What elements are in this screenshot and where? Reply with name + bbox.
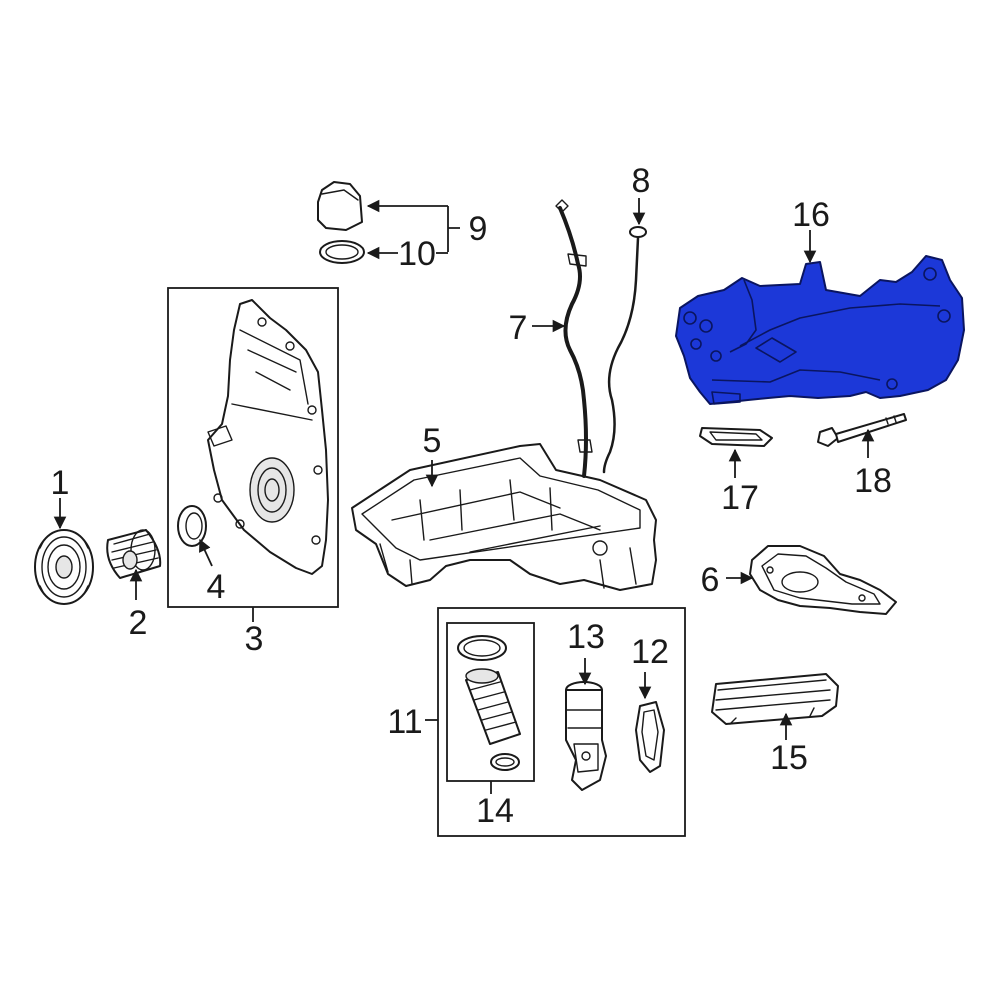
part-16-body <box>675 255 965 405</box>
part-18-bolt[interactable] <box>817 413 907 447</box>
callout-3: 3 <box>245 620 264 658</box>
callout-1: 1 <box>51 464 70 502</box>
callout-15: 15 <box>770 739 808 777</box>
part-2-hub[interactable] <box>106 529 162 579</box>
callout-7: 7 <box>509 309 528 347</box>
leader-9 <box>447 206 460 252</box>
part-15-cooler[interactable] <box>711 673 839 725</box>
callout-12: 12 <box>631 633 669 671</box>
part-8-dipstick[interactable] <box>602 226 647 474</box>
part-17-gasket[interactable] <box>699 427 773 447</box>
part-3-timing-cover[interactable] <box>207 299 329 575</box>
callout-4: 4 <box>207 568 226 606</box>
part-4-seal[interactable] <box>177 505 207 547</box>
callout-14: 14 <box>476 792 514 830</box>
part-1-pulley[interactable] <box>34 529 94 605</box>
part-7-dipstick-tube[interactable] <box>555 199 593 478</box>
part-13-filter-housing[interactable] <box>565 681 607 791</box>
leader-4 <box>199 538 213 567</box>
callout-10: 10 <box>398 235 436 273</box>
part-12-gasket[interactable] <box>635 701 665 773</box>
group-box-11 <box>437 607 686 837</box>
callout-9: 9 <box>469 210 488 248</box>
part-14-filter-element[interactable] <box>457 635 521 771</box>
part-16-housing-highlighted[interactable] <box>675 255 965 405</box>
part-10-oring[interactable] <box>319 240 365 264</box>
callout-11: 11 <box>387 703 422 741</box>
part-6-plate[interactable] <box>749 545 897 615</box>
callout-17: 17 <box>721 479 759 517</box>
part-5-oil-pan[interactable] <box>351 443 657 591</box>
part-9-cap[interactable] <box>317 181 363 231</box>
callout-2: 2 <box>129 604 148 642</box>
callout-5: 5 <box>423 422 442 460</box>
callout-13: 13 <box>567 618 605 656</box>
callout-18: 18 <box>854 462 892 500</box>
callout-8: 8 <box>632 162 651 200</box>
callout-16: 16 <box>792 196 830 234</box>
callout-6: 6 <box>701 561 720 599</box>
